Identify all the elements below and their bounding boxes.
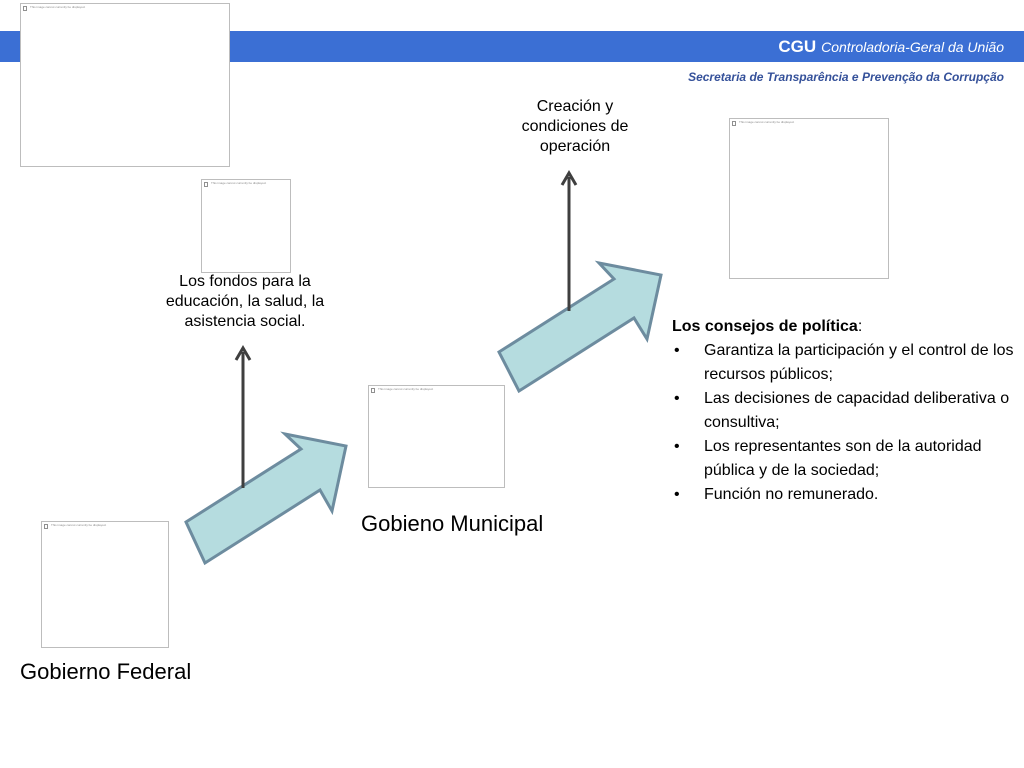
image-placeholder-funds: This image cannot currently be displayed…	[201, 179, 291, 273]
council-heading: Los consejos de política:	[672, 315, 1024, 339]
funds-caption: Los fondos para la educación, la salud, …	[165, 273, 325, 330]
council-item: Las decisiones de capacidad deliberativa…	[672, 387, 1024, 435]
line-arrow-funds-head	[234, 345, 252, 361]
org-full-name: Controladoria-Geral da União	[821, 39, 1004, 55]
council-title: Los consejos de política	[672, 318, 858, 335]
image-placeholder-text: This image cannot currently be displayed…	[739, 120, 795, 124]
image-placeholder-council: This image cannot currently be displayed…	[729, 118, 889, 279]
broken-image-icon	[44, 524, 48, 529]
broken-image-icon	[732, 121, 736, 126]
image-placeholder-text: This image cannot currently be displayed…	[211, 181, 267, 185]
creation-caption: Creación y condiciones de operación	[521, 98, 629, 155]
broken-image-icon	[371, 388, 375, 393]
line-arrow-creation-head	[560, 170, 578, 186]
council-info: Los consejos de política: Garantiza la p…	[672, 315, 1024, 507]
image-placeholder-text: This image cannot currently be displayed…	[30, 5, 86, 9]
council-item: Función no remunerado.	[672, 483, 1024, 507]
federal-government-label: Gobierno Federal	[20, 659, 192, 684]
org-abbreviation: CGU	[778, 37, 817, 56]
block-arrow-upper	[497, 260, 663, 394]
council-list: Garantiza la participación y el control …	[672, 339, 1024, 507]
council-title-suffix: :	[857, 318, 863, 335]
council-item: Los representantes son de la autoridad p…	[672, 435, 1024, 483]
broken-image-icon	[23, 6, 27, 11]
org-subtitle: Secretaria de Transparência e Prevenção …	[688, 70, 1004, 84]
image-placeholder-text: This image cannot currently be displayed…	[51, 523, 107, 527]
image-placeholder-municipal: This image cannot currently be displayed…	[368, 385, 505, 488]
image-placeholder-text: This image cannot currently be displayed…	[378, 387, 434, 391]
broken-image-icon	[204, 182, 208, 187]
block-arrow-lower	[184, 431, 348, 566]
image-placeholder-federal: This image cannot currently be displayed…	[41, 521, 169, 648]
image-placeholder-top-left: This image cannot currently be displayed…	[20, 3, 230, 167]
council-item: Garantiza la participación y el control …	[672, 339, 1024, 387]
municipal-government-label: Gobieno Municipal	[361, 511, 544, 536]
